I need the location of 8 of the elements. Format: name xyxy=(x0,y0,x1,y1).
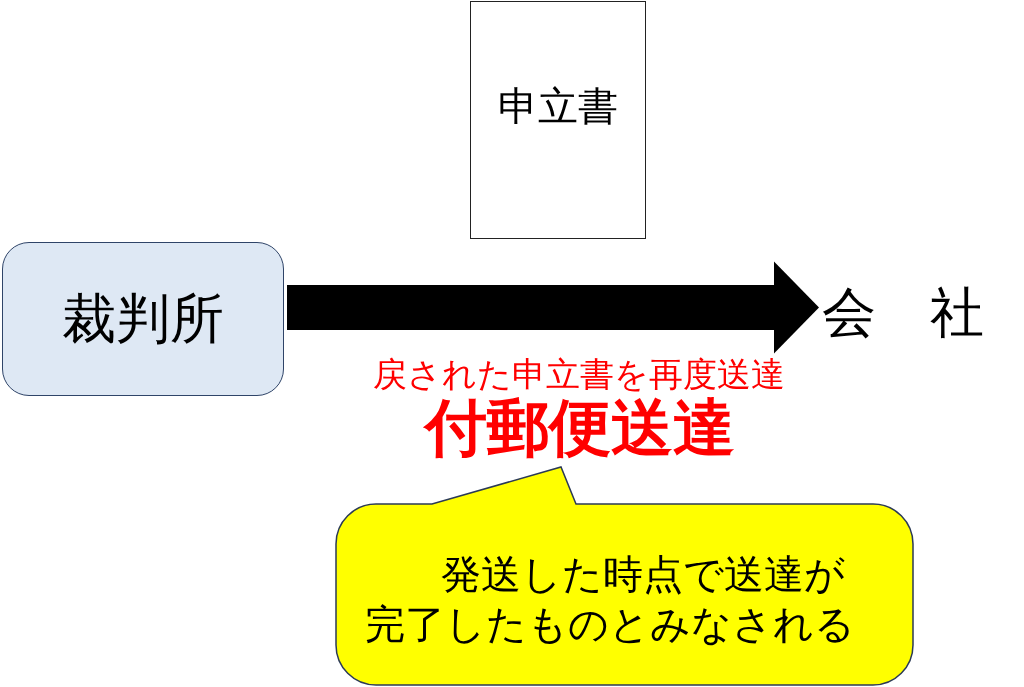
block-arrow xyxy=(287,261,819,354)
speech-bubble xyxy=(335,465,915,687)
emphasis-text: 付郵便送達 xyxy=(425,395,735,461)
bubble-text: 発送した時点で送達が完了したものとみなされる xyxy=(364,550,856,649)
rounded-box: 裁判所 xyxy=(2,242,284,396)
entity-label: 会 社 xyxy=(822,281,984,346)
document-box: 申立書 xyxy=(470,1,646,239)
subtitle-text: 戻された申立書を再度送達 xyxy=(373,355,785,393)
